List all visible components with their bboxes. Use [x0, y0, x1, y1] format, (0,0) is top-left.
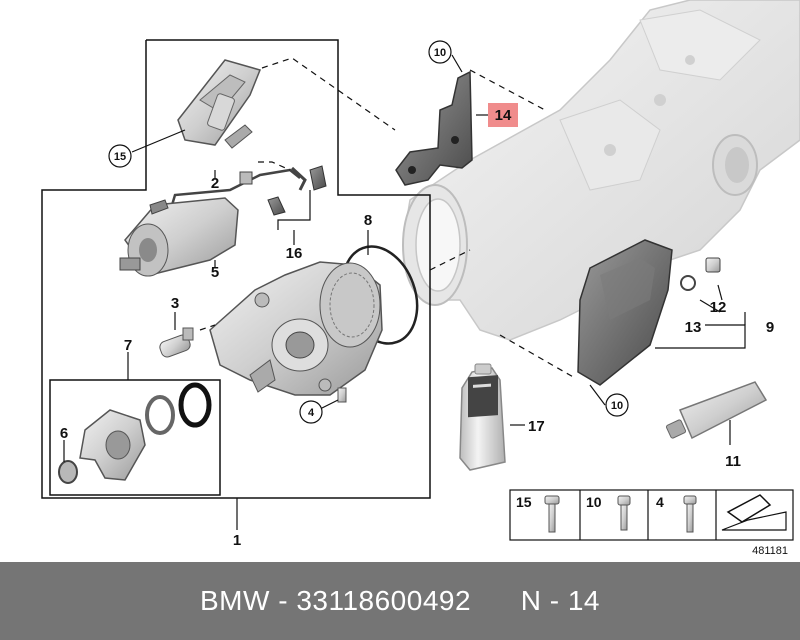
footer-bar: BMW - 33118600492 N - 14: [0, 562, 800, 640]
legend-label-4: 4: [656, 494, 664, 510]
dashed-leaders: [199, 57, 576, 379]
callout-14: 14: [495, 107, 512, 124]
paste-tube-part-11: [665, 381, 768, 440]
footer-separator: -: [269, 585, 297, 616]
callout-leaders: [63, 54, 746, 530]
control-unit-part-2: [177, 59, 262, 149]
flange: [58, 409, 146, 484]
callout-6: 6: [60, 425, 68, 442]
assembly-frame: [41, 39, 431, 499]
callout-circle-10-top: [428, 40, 452, 64]
shaft-seals: [145, 382, 212, 435]
clutch-housing: [209, 261, 383, 396]
highlight-box-14: [488, 103, 518, 127]
callout-17: 17: [528, 418, 545, 435]
differential-housing: [402, 0, 800, 341]
bracket-part-14: [395, 70, 473, 186]
callout-circle-4: [299, 400, 323, 424]
seal-ring-part-13: [680, 275, 696, 291]
clips-part-16: [267, 165, 327, 216]
callout-2: 2: [211, 175, 219, 192]
washer-part-6: [58, 460, 78, 484]
callout-16: 16: [286, 245, 303, 262]
callout-1: 1: [233, 532, 241, 549]
callout-circle-10-bottom: [605, 393, 629, 417]
legend-label-10: 10: [586, 494, 602, 510]
screw-legend: 15 10 4: [509, 489, 794, 541]
callout-5: 5: [211, 264, 219, 281]
wiring-harness: [168, 166, 307, 213]
bolt-part-4: [337, 387, 347, 403]
callout-10-top: 10: [434, 47, 446, 59]
oil-cover-part-9: [577, 239, 721, 386]
callout-12: 12: [710, 299, 727, 316]
callout-7: 7: [124, 337, 132, 354]
oil-bottle-part-17: [459, 363, 506, 471]
diagram-number: 481181: [752, 545, 788, 557]
callout-13: 13: [685, 319, 702, 336]
callout-15: 15: [114, 151, 126, 163]
callout-8: 8: [364, 212, 372, 229]
footer-part-number: 33118600492: [296, 585, 472, 616]
plug-part-12: [705, 257, 721, 273]
callout-circle-15: [108, 144, 132, 168]
screw-4-icon: [683, 495, 697, 533]
page-flip-arrow-icon: [721, 494, 787, 531]
parts-diagram: 15 2 5 3 7 6 8 16 1 4 10 14 17 12 13 9 1…: [41, 0, 800, 557]
callout-9: 9: [766, 319, 774, 336]
callout-4: 4: [308, 407, 315, 419]
footer-brand: BMW: [200, 585, 270, 616]
screw-15-icon: [544, 495, 560, 533]
footer-gap: [471, 585, 521, 617]
legend-label-15: 15: [516, 494, 532, 510]
screw-10-icon: [617, 495, 631, 531]
callout-3: 3: [171, 295, 179, 312]
motor-part-5: [119, 197, 239, 277]
callout-10-bottom: 10: [611, 400, 623, 412]
footer-position: N - 14: [520, 585, 600, 616]
sensor-part-3: [159, 327, 194, 358]
callout-labels: 15 2 5 3 7 6 8 16 1 4 10 14 17 12 13 9 1…: [60, 40, 774, 549]
callout-11: 11: [725, 453, 741, 470]
